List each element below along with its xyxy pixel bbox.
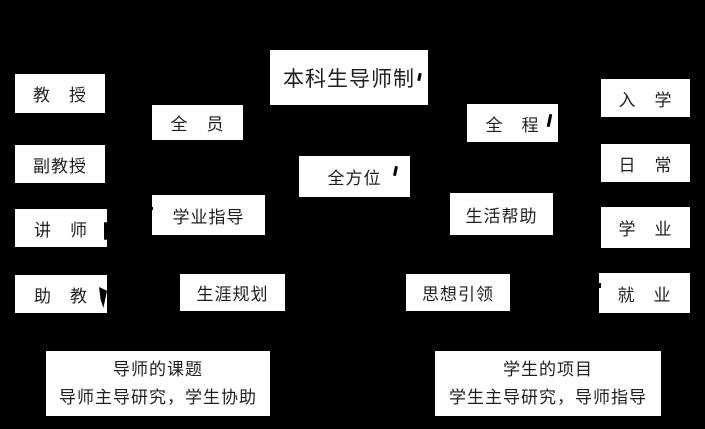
arrow-fragment-employment-left	[598, 283, 601, 288]
node-lecturer: 讲 师	[15, 209, 107, 247]
node-all-members: 全 员	[152, 105, 243, 140]
node-thought-leading: 思想引领	[406, 274, 510, 311]
node-whole-process: 全 程	[467, 104, 558, 142]
arrow-fragment-lecturer-right	[104, 222, 107, 240]
node-professor: 教 授	[15, 74, 105, 113]
node-teaching-assistant: 助 教	[15, 275, 107, 313]
node-all-round: 全方位	[299, 156, 410, 197]
node-student-project: 学生的项目 学生主导研究，导师指导	[435, 351, 661, 416]
arrow-fragment-assistant-right	[99, 287, 107, 308]
tutor-project-desc: 导师主导研究，学生协助	[59, 387, 257, 407]
node-tutor-project: 导师的课题 导师主导研究，学生协助	[46, 351, 270, 416]
student-project-desc: 学生主导研究，导师指导	[449, 387, 647, 407]
node-career-planning: 生涯规划	[180, 274, 285, 311]
node-life-help: 生活帮助	[450, 193, 553, 235]
node-title-undergraduate-tutor-system: 本科生导师制	[270, 50, 428, 105]
node-daily: 日 常	[601, 144, 690, 182]
node-academics: 学 业	[601, 207, 690, 248]
tutor-project-title: 导师的课题	[113, 359, 203, 379]
arrow-fragment-guidance-left	[150, 207, 153, 210]
node-enrollment: 入 学	[601, 79, 690, 117]
student-project-title: 学生的项目	[503, 359, 593, 379]
node-associate-professor: 副教授	[15, 145, 105, 183]
node-academic-guidance: 学业指导	[152, 195, 265, 235]
node-employment: 就 业	[599, 273, 690, 313]
